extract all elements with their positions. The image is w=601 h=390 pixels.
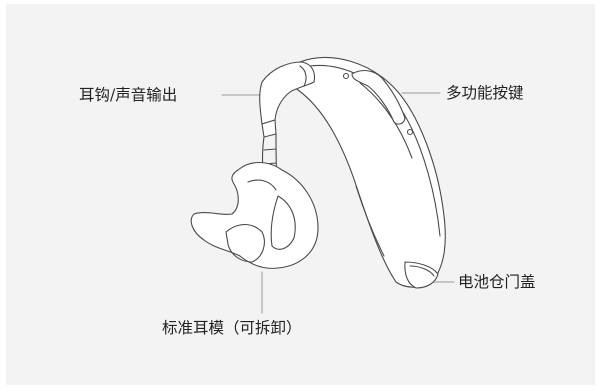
ear-hook-label: 耳钩/声音输出 <box>79 86 178 104</box>
multi-button <box>342 69 414 136</box>
battery-door-label: 电池仓门盖 <box>458 273 536 291</box>
multi-button-label: 多功能按键 <box>446 84 524 102</box>
earmold-label: 标准耳模（可拆卸） <box>162 319 302 337</box>
battery-door <box>404 261 439 289</box>
ear-hook <box>259 61 316 125</box>
tube <box>261 119 278 187</box>
earmold <box>190 161 319 269</box>
device-body <box>289 56 446 289</box>
